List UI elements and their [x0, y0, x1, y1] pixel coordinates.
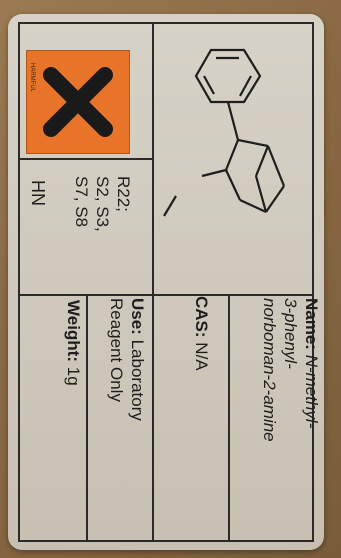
use-label: Use:	[128, 298, 147, 335]
label-grid	[18, 22, 314, 542]
border-left	[18, 22, 20, 542]
cas-value: N/A	[192, 342, 211, 371]
risk-line2: S2, S3,	[93, 176, 112, 232]
weight-block: Weight: 1g	[63, 300, 84, 386]
weight-label: Weight:	[64, 300, 83, 363]
structure-amine-label: HN	[28, 180, 48, 206]
weight-value: 1g	[64, 366, 83, 386]
border-bottom	[18, 540, 314, 542]
phenyl-ring	[194, 48, 262, 104]
risk-line3: S7, S8	[72, 176, 91, 228]
hazard-text: HARMFUL	[29, 63, 35, 93]
structure-diagram	[163, 48, 286, 217]
name-block: Name: N-methyl- 3-phenyl- norboman-2-ami…	[259, 298, 322, 442]
use-block: Use: Laboratory Reagent Only	[106, 298, 148, 421]
use-value-line2: Reagent Only	[107, 298, 126, 402]
risk-phrases: R22; S2, S3, S7, S8	[71, 176, 134, 232]
cas-block: CAS: N/A	[191, 296, 212, 371]
name-label: Name:	[302, 298, 321, 350]
hazard-icon: HARMFUL	[26, 50, 130, 154]
cas-label: CAS:	[192, 296, 211, 338]
border-right	[312, 22, 314, 542]
divider-vertical-main	[152, 22, 154, 542]
hazard-x-icon	[43, 67, 113, 137]
border-top	[18, 22, 314, 24]
name-line3: norboman-2-amine	[260, 298, 279, 442]
divider-hazard	[18, 158, 152, 160]
use-value-line1: Laboratory	[128, 339, 147, 421]
norbornane-ring	[163, 101, 286, 217]
name-line2: 3-phenyl-	[281, 298, 300, 369]
divider-horizontal-main	[18, 294, 314, 296]
divider-vertical-use	[86, 294, 88, 540]
name-line1: N-methyl-	[302, 354, 321, 429]
risk-line1: R22;	[114, 176, 133, 212]
divider-vertical-cas	[228, 294, 230, 540]
